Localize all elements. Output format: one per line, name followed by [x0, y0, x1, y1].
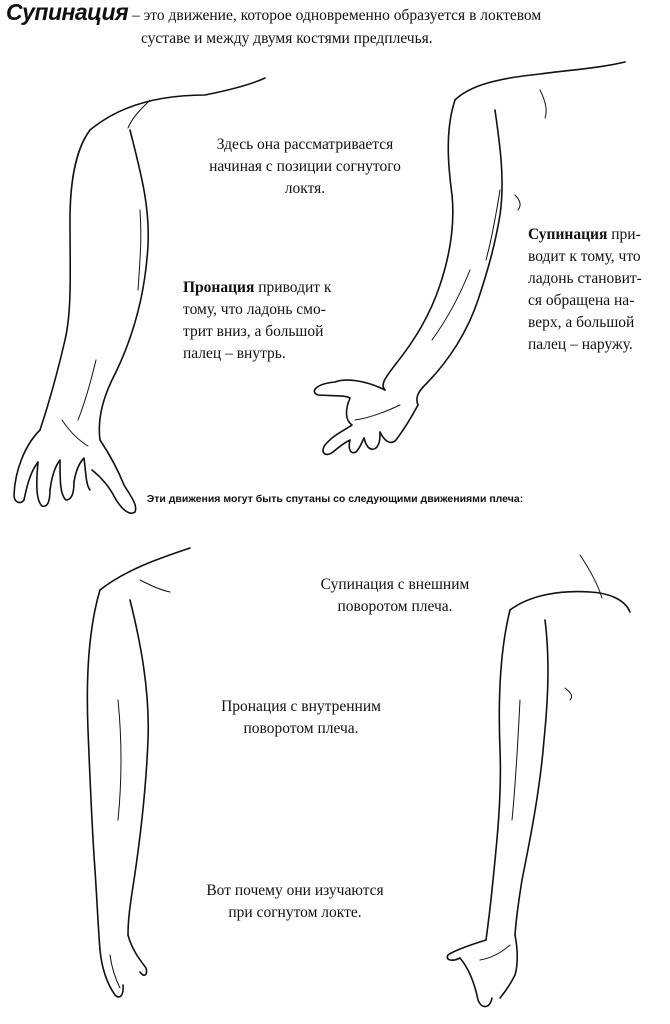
divider-note: Эти движения могут быть спутаны со следу… [146, 493, 524, 505]
external-rotation-caption-line-2: поворотом плеча. [337, 598, 453, 615]
header-title-word: Супинация [6, 0, 129, 25]
top-center-caption-line-3: локтя. [284, 180, 326, 197]
external-rotation-caption: Супинация с внешним поворотом плеча. [280, 574, 510, 618]
supination-caption-line-3: ладонь становит- [528, 270, 642, 287]
supination-term: Супинация [528, 226, 608, 243]
supination-caption-line-5: верх, а большой [528, 314, 635, 331]
final-caption: Вот почему они изучаются при согнутом ло… [170, 880, 420, 924]
external-rotation-arm-illustration [446, 554, 631, 1008]
internal-rotation-arm-illustration [86, 547, 191, 998]
top-center-caption: Здесь она рассматривается начиная с пози… [180, 134, 430, 200]
final-caption-line-1: Вот почему они изучаются [206, 882, 384, 899]
supinated-arm-illustration [313, 61, 626, 456]
header-title-rest: – это движение, которое одновременно обр… [128, 7, 542, 24]
supination-caption-line-1: Супинация при- [528, 226, 641, 243]
supination-caption-line-6: палец – наружу. [528, 336, 633, 353]
pronation-caption-line-3: трит вниз, а большой [183, 323, 324, 340]
pronation-caption: Пронация приводит к тому, что ладонь смо… [183, 277, 331, 365]
header-line-2: суставе и между двумя костями предплечья… [141, 30, 433, 47]
pronation-caption-line-4: палец – внутрь. [183, 345, 286, 362]
supination-caption: Супинация при- водит к тому, что ладонь … [528, 224, 642, 356]
top-center-caption-line-1: Здесь она рассматривается [216, 136, 394, 153]
top-center-caption-line-2: начиная с позиции согнутого [209, 158, 401, 175]
header-line-1: Супинация – это движение, которое одновр… [6, 0, 666, 26]
supination-caption-line-4: ся обращена на- [528, 292, 635, 309]
internal-rotation-caption: Пронация с внутренним поворотом плеча. [183, 696, 419, 740]
internal-rotation-caption-line-2: поворотом плеча. [243, 720, 359, 737]
pronation-caption-line-1: Пронация приводит к [183, 279, 332, 296]
pronated-arm-illustration [13, 77, 266, 514]
pronation-caption-line-2: тому, что ладонь смо- [183, 301, 326, 318]
pronation-term: Пронация [183, 279, 255, 296]
external-rotation-caption-line-1: Супинация с внешним [320, 576, 470, 593]
internal-rotation-caption-line-1: Пронация с внутренним [221, 698, 381, 715]
supination-caption-line-2: водит к тому, что [528, 248, 641, 265]
final-caption-line-2: при согнутом локте. [228, 904, 362, 921]
